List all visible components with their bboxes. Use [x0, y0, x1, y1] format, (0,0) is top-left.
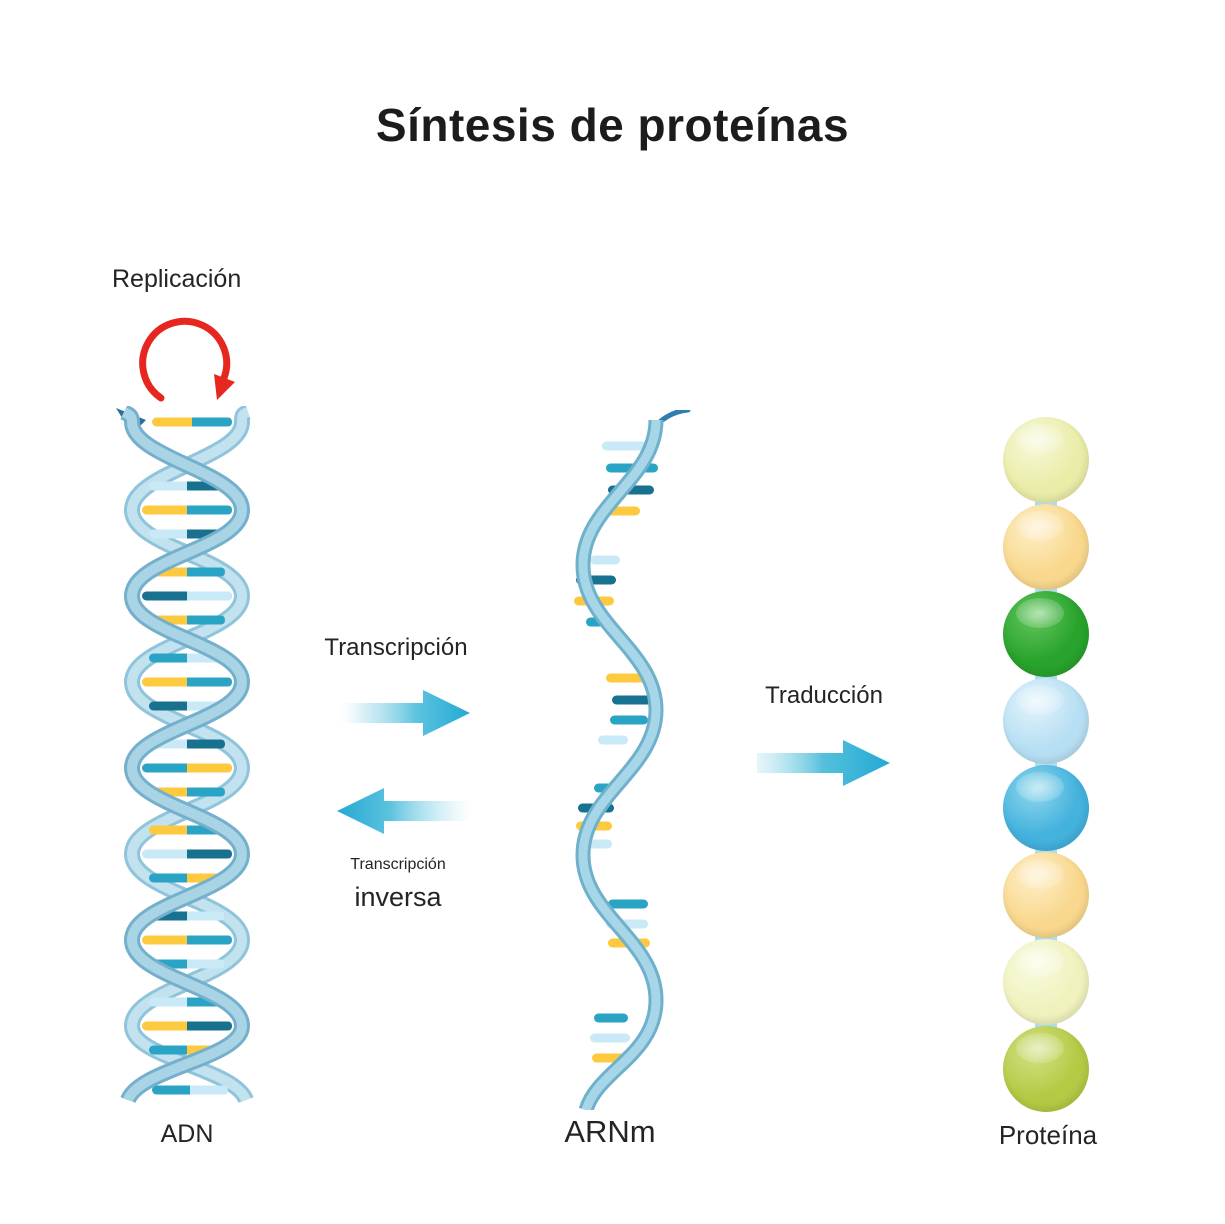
mrna-ribbon — [575, 419, 664, 1110]
bead-gloss-highlight — [1016, 946, 1064, 976]
reverse-transcription-label-line2: inversa — [354, 882, 442, 912]
bead-gloss-highlight — [1016, 511, 1064, 541]
dna-double-helix-illustration — [116, 406, 254, 1105]
transcription-label: Transcripción — [324, 634, 468, 661]
transcription-arrow-icon — [337, 690, 470, 736]
protein-bead-1 — [1003, 417, 1089, 503]
protein-bead-7 — [1003, 939, 1089, 1025]
translation-arrow-icon — [757, 740, 890, 786]
bead-gloss-highlight — [1016, 772, 1064, 802]
bead-gloss-highlight — [1016, 859, 1064, 889]
bead-gloss-highlight — [1016, 1033, 1064, 1063]
reverse-transcription-arrow-icon — [337, 788, 470, 834]
reverse-transcription-label-line1: Transcripción — [350, 856, 446, 873]
protein-label: Proteína — [998, 1120, 1098, 1150]
page-title: Síntesis de proteínas — [375, 99, 850, 151]
protein-bead-6 — [1003, 852, 1089, 938]
replication-cycle-icon — [139, 317, 235, 402]
bead-gloss-highlight — [1016, 685, 1064, 715]
translation-label: Traducción — [765, 682, 883, 709]
mrna-label: ARNm — [564, 1114, 656, 1149]
dna-strand-front — [120, 406, 251, 1105]
protein-bead-2 — [1003, 504, 1089, 590]
protein-bead-4 — [1003, 678, 1089, 764]
dna-label: ADN — [160, 1120, 214, 1148]
dna-base-pairs — [142, 417, 232, 1095]
protein-bead-5 — [1003, 765, 1089, 851]
protein-bead-3 — [1003, 591, 1089, 677]
mrna-strand-illustration — [574, 410, 691, 1110]
replication-label: Replicación — [112, 265, 242, 293]
protein-chain — [1003, 417, 1089, 1117]
bead-gloss-highlight — [1016, 424, 1064, 454]
protein-bead-8 — [1003, 1026, 1089, 1112]
bead-gloss-highlight — [1016, 598, 1064, 628]
